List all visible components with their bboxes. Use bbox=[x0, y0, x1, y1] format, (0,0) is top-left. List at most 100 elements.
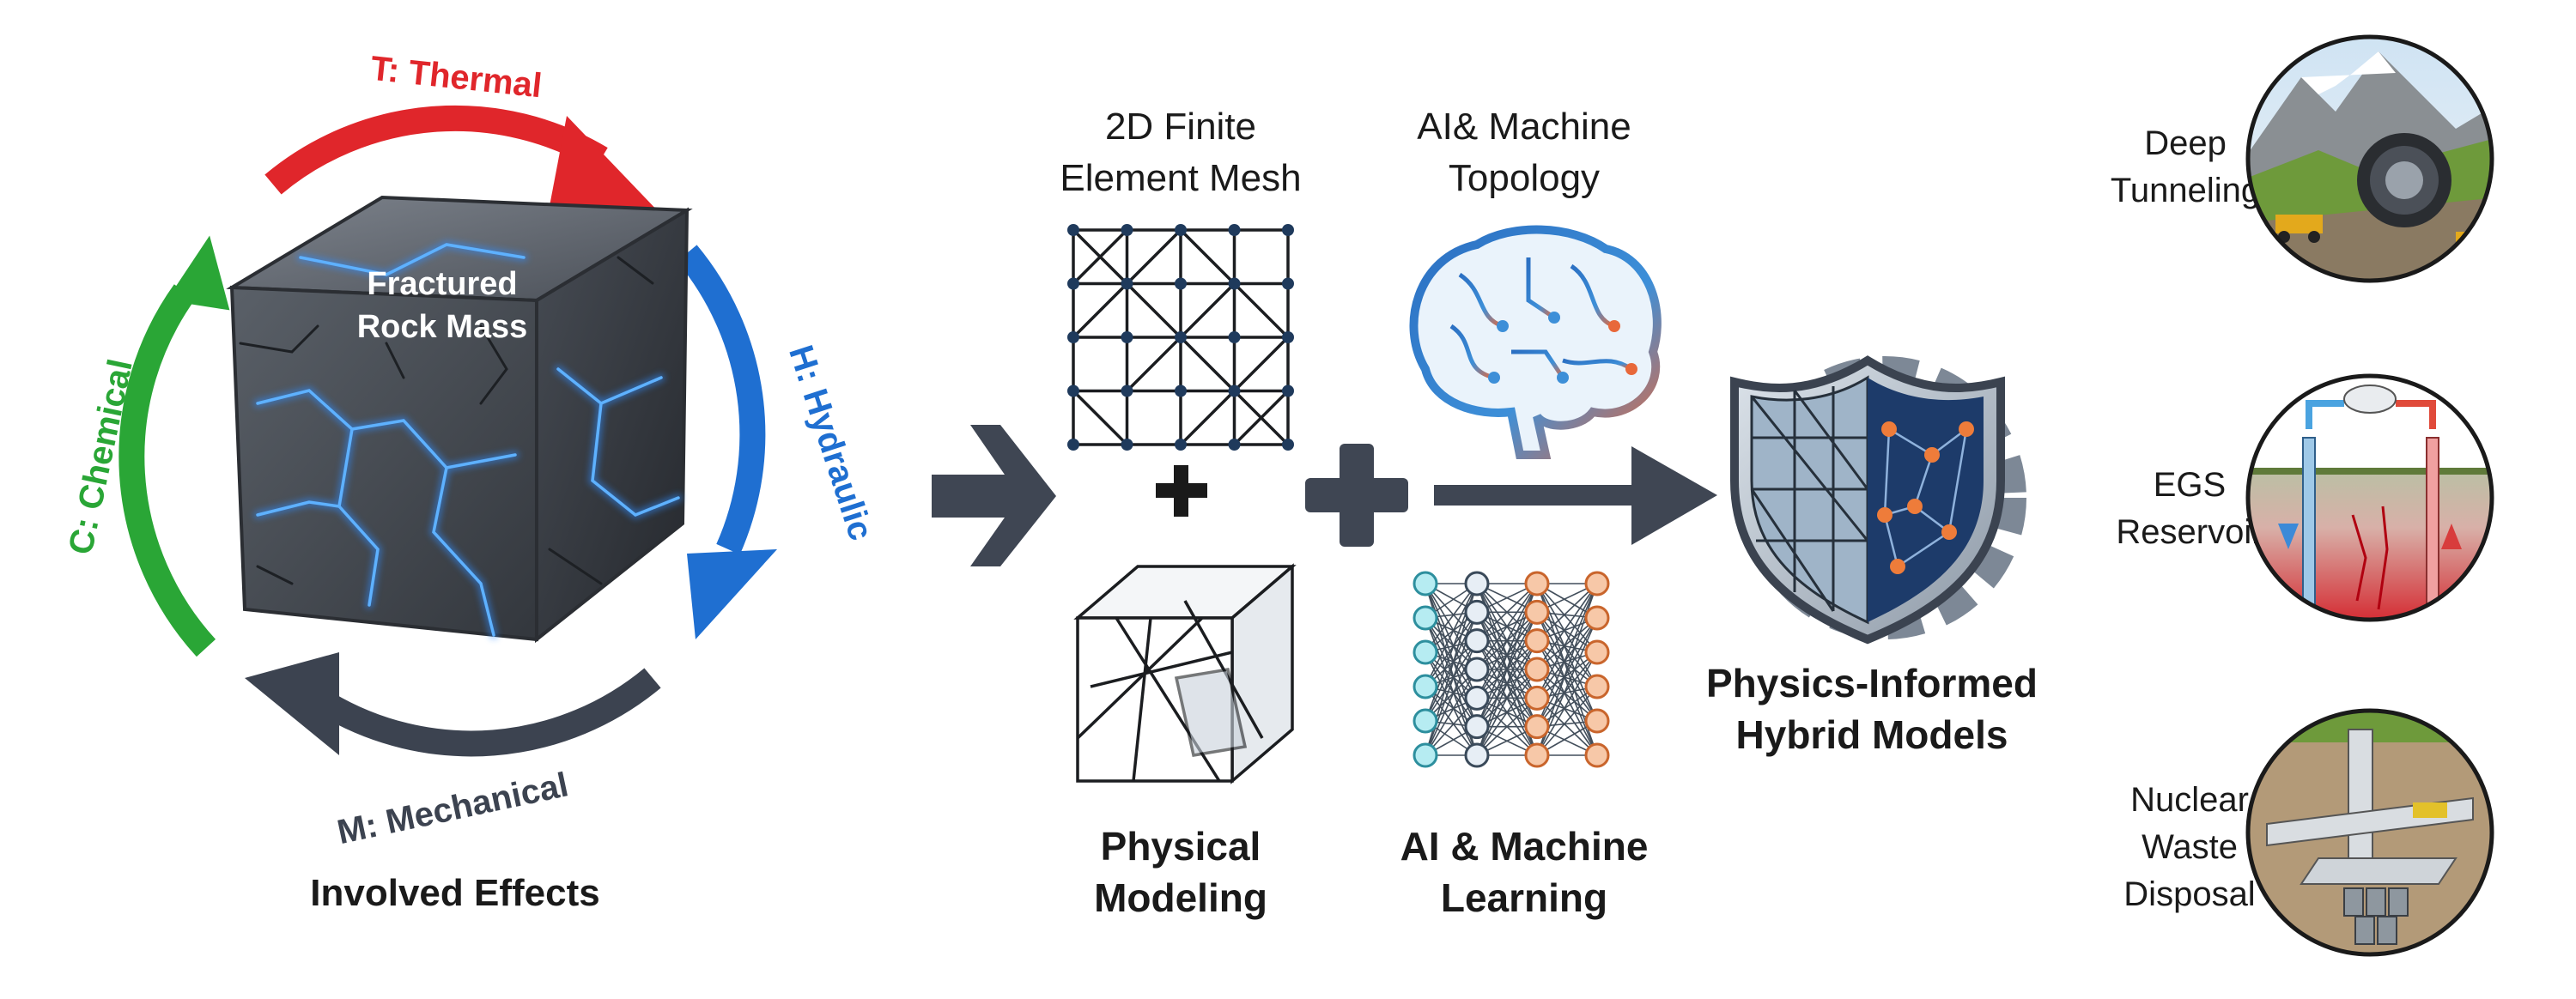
nn-node bbox=[1524, 714, 1550, 740]
app-label-line2: Waste bbox=[2142, 828, 2238, 866]
nn-node bbox=[1524, 628, 1550, 654]
nn-edge bbox=[1476, 669, 1538, 756]
nn-node bbox=[1584, 639, 1610, 665]
hybrid-model-shield bbox=[1730, 355, 2026, 645]
nn-node bbox=[1584, 571, 1610, 596]
app-label-line2: Tunneling bbox=[2111, 172, 2260, 209]
nn-edge bbox=[1536, 686, 1598, 756]
involved-effects-label: Involved Effects bbox=[310, 872, 599, 914]
nn-edge bbox=[1425, 669, 1478, 756]
nn-node bbox=[1464, 714, 1490, 740]
thermal-arrow bbox=[264, 105, 661, 215]
mechanical-arrow bbox=[245, 652, 661, 757]
nn-node bbox=[1464, 599, 1490, 625]
nn-node bbox=[1584, 742, 1610, 768]
nn-edge bbox=[1476, 583, 1538, 699]
physical-model-cube bbox=[1073, 563, 1297, 784]
nn-edge bbox=[1536, 611, 1598, 687]
nn-node bbox=[1584, 605, 1610, 631]
nn-node bbox=[1413, 571, 1438, 596]
fractured-rock-cube: Fractured Rock Mass bbox=[226, 195, 693, 644]
rock-label-line1: Fractured bbox=[367, 266, 517, 302]
result-label-line1: Physics-Informed bbox=[1706, 661, 2038, 705]
physical-label-line2: Modeling bbox=[1094, 875, 1267, 920]
nn-edge bbox=[1536, 617, 1598, 728]
app-label-line1: Deep bbox=[2144, 124, 2227, 162]
nn-edge bbox=[1536, 611, 1598, 722]
fem-title-line1: 2D Finite bbox=[1105, 106, 1256, 148]
plus-icon-large bbox=[1305, 444, 1408, 547]
nn-edge bbox=[1425, 640, 1478, 756]
entry-arrow bbox=[932, 425, 1056, 566]
tunnel-illustration bbox=[2248, 37, 2492, 281]
ai-topology-title-line1: AI& Machine bbox=[1417, 106, 1631, 148]
result-label-line2: Hybrid Models bbox=[1736, 712, 2008, 757]
nn-node bbox=[1413, 605, 1438, 631]
application-egs-reservoir: EGS Reservoir bbox=[2116, 373, 2494, 622]
nn-edge bbox=[1536, 583, 1598, 699]
neural-network-icon bbox=[1413, 571, 1610, 768]
application-nuclear-waste-disposal: Nuclear Waste Disposal bbox=[2123, 708, 2494, 957]
finite-element-mesh bbox=[1067, 224, 1294, 451]
nn-node bbox=[1464, 628, 1490, 654]
nn-edge bbox=[1536, 640, 1598, 756]
brain-icon bbox=[1409, 225, 1662, 459]
nn-edge bbox=[1536, 617, 1598, 670]
app-label-line3: Disposal bbox=[2123, 875, 2255, 913]
nn-edge bbox=[1425, 611, 1478, 722]
effects-cycle: T: Thermal H: Hydraulic M: Mechanical C:… bbox=[62, 50, 880, 914]
repository-illustration bbox=[2248, 711, 2492, 954]
app-label-line1: Nuclear bbox=[2130, 781, 2249, 819]
nn-node bbox=[1413, 742, 1438, 768]
nn-node bbox=[1464, 657, 1490, 682]
rock-label-line2: Rock Mass bbox=[357, 309, 528, 345]
nn-node bbox=[1524, 742, 1550, 768]
plus-icon-small bbox=[1156, 465, 1207, 517]
nn-node bbox=[1464, 742, 1490, 768]
nn-edge bbox=[1425, 583, 1478, 687]
chemical-arrow bbox=[118, 235, 230, 657]
nn-edge bbox=[1425, 697, 1478, 756]
nn-edge bbox=[1476, 697, 1538, 756]
hydraulic-label: H: Hydraulic bbox=[781, 341, 880, 545]
application-deep-tunneling: Deep Tunneling bbox=[2111, 34, 2494, 283]
nn-edge bbox=[1536, 651, 1598, 756]
nn-node bbox=[1464, 685, 1490, 711]
nn-edge bbox=[1425, 651, 1478, 728]
nn-node bbox=[1524, 599, 1550, 625]
fem-title-line2: Element Mesh bbox=[1060, 157, 1301, 199]
nn-edge bbox=[1425, 611, 1478, 687]
nn-edge bbox=[1476, 583, 1538, 642]
nn-node bbox=[1413, 674, 1438, 699]
ml-label-line1: AI & Machine bbox=[1400, 824, 1649, 869]
nn-edge bbox=[1536, 583, 1598, 642]
fracture-network bbox=[239, 240, 683, 639]
app-label-line2: Reservoir bbox=[2116, 513, 2263, 551]
nn-edge bbox=[1476, 583, 1538, 670]
nn-node bbox=[1413, 708, 1438, 734]
nn-node bbox=[1524, 685, 1550, 711]
nn-edge bbox=[1536, 617, 1598, 699]
nn-node bbox=[1464, 571, 1490, 596]
nn-edge bbox=[1536, 583, 1598, 670]
nn-edge bbox=[1425, 583, 1478, 653]
nn-edge bbox=[1536, 640, 1598, 687]
nn-edge bbox=[1476, 640, 1538, 756]
thermal-label: T: Thermal bbox=[369, 50, 544, 106]
result-arrow bbox=[1434, 446, 1717, 545]
ai-topology-title-line2: Topology bbox=[1449, 157, 1600, 199]
nn-edge bbox=[1536, 651, 1598, 728]
nn-edge bbox=[1536, 651, 1598, 699]
hydraulic-arrow bbox=[677, 245, 777, 639]
nn-node bbox=[1524, 571, 1550, 596]
ml-label-line2: Learning bbox=[1441, 875, 1607, 920]
nn-node bbox=[1524, 657, 1550, 682]
mechanical-label: M: Mechanical bbox=[334, 766, 572, 851]
methods-section: 2D Finite Element Mesh bbox=[932, 106, 1717, 920]
physical-label-line1: Physical bbox=[1101, 824, 1261, 869]
app-label-line1: EGS bbox=[2154, 466, 2226, 504]
nn-node bbox=[1584, 674, 1610, 699]
nn-node bbox=[1413, 639, 1438, 665]
nn-node bbox=[1584, 708, 1610, 734]
